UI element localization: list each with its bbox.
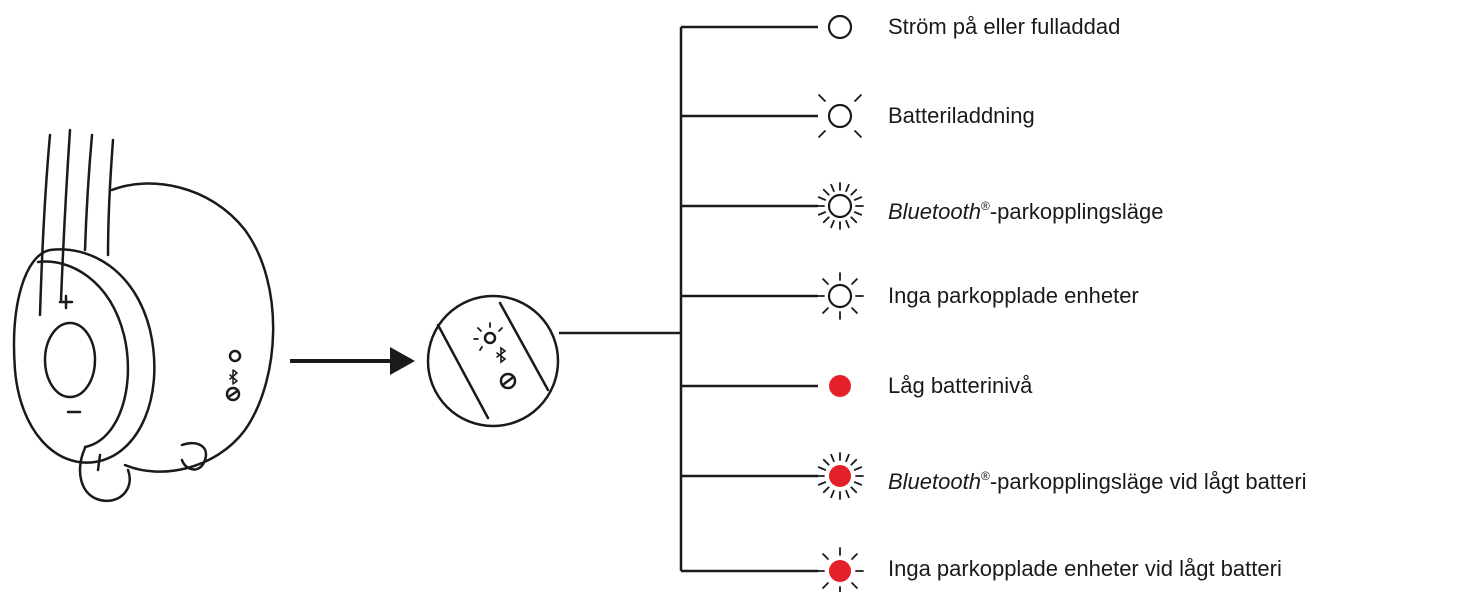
led-dot	[827, 14, 853, 40]
legend-icons	[816, 14, 864, 592]
led-ray	[817, 481, 827, 486]
legend-label-bt-pairing: Bluetooth®-parkopplingsläge	[888, 199, 1164, 224]
legend-label-no-paired: Inga parkopplade enheter	[888, 283, 1139, 308]
mic-boom	[78, 446, 131, 503]
earcup-back	[110, 182, 275, 473]
led-ray	[851, 307, 858, 314]
led-ray	[845, 183, 850, 193]
led-ray	[822, 216, 830, 224]
led-ray	[853, 481, 863, 486]
led-ray	[851, 278, 858, 285]
led-ray	[818, 130, 826, 138]
led-ray	[851, 553, 858, 560]
led-ray	[850, 188, 858, 196]
headband	[38, 133, 52, 317]
led-ray	[822, 553, 829, 560]
led-ray	[822, 458, 830, 466]
led-ray	[854, 130, 862, 138]
led-power-on-icon	[827, 14, 853, 40]
led-ray	[853, 211, 863, 216]
led-charging-icon	[818, 94, 862, 138]
legend-label-no-paired-low: Inga parkopplade enheter vid lågt batter…	[888, 556, 1282, 581]
legend-label-low-battery: Låg batterinivå	[888, 373, 1033, 398]
led-ray	[850, 216, 858, 224]
led-ray	[822, 486, 830, 494]
led-ray	[850, 458, 858, 466]
legend-label-power-on: Ström på eller fulladdad	[888, 14, 1121, 39]
led-ray	[817, 196, 827, 201]
led-dot	[827, 193, 853, 219]
led-ray	[822, 188, 830, 196]
led-no-paired-low-icon	[816, 547, 864, 592]
led-ray	[822, 582, 829, 589]
connector-lines	[559, 25, 818, 573]
legend-label-bt-pairing-low: Bluetooth®-parkopplingsläge vid lågt bat…	[888, 469, 1307, 494]
pointer-arrow	[290, 347, 415, 375]
led-ray	[845, 219, 850, 229]
led-ray	[850, 486, 858, 494]
led-ray	[845, 489, 850, 499]
led-dot	[829, 375, 851, 397]
led-ray	[845, 453, 850, 463]
led-ray	[822, 307, 829, 314]
led-ray	[851, 582, 858, 589]
led-no-paired-icon	[816, 272, 864, 320]
zoom-detail	[426, 294, 560, 428]
led-dot	[829, 560, 851, 582]
side-power-button	[225, 386, 241, 402]
side-led	[228, 349, 242, 363]
led-dot	[829, 465, 851, 487]
led-ray	[817, 211, 827, 216]
led-ray	[853, 466, 863, 471]
led-ray	[854, 94, 862, 102]
led-ray	[818, 94, 826, 102]
control-disc	[43, 321, 97, 399]
detail-led	[483, 331, 497, 345]
led-ray	[830, 489, 835, 499]
detail-power-button	[499, 372, 517, 390]
detail-bluetooth-icon	[496, 346, 507, 364]
led-low-battery-icon	[829, 375, 851, 397]
headset-illustration	[12, 128, 275, 503]
led-ray	[830, 183, 835, 193]
legend-label-charging: Batteriladdning	[888, 103, 1035, 128]
led-bt-pairing-icon	[816, 182, 864, 230]
bluetooth-mark-icon	[229, 369, 238, 385]
led-ray	[853, 196, 863, 201]
led-dot	[827, 103, 853, 129]
led-ray	[830, 219, 835, 229]
led-ray	[817, 466, 827, 471]
led-dot	[827, 283, 853, 309]
led-bt-pairing-low-icon	[816, 452, 864, 500]
led-ray	[822, 278, 829, 285]
earcup-front	[12, 248, 156, 464]
led-ray	[830, 453, 835, 463]
